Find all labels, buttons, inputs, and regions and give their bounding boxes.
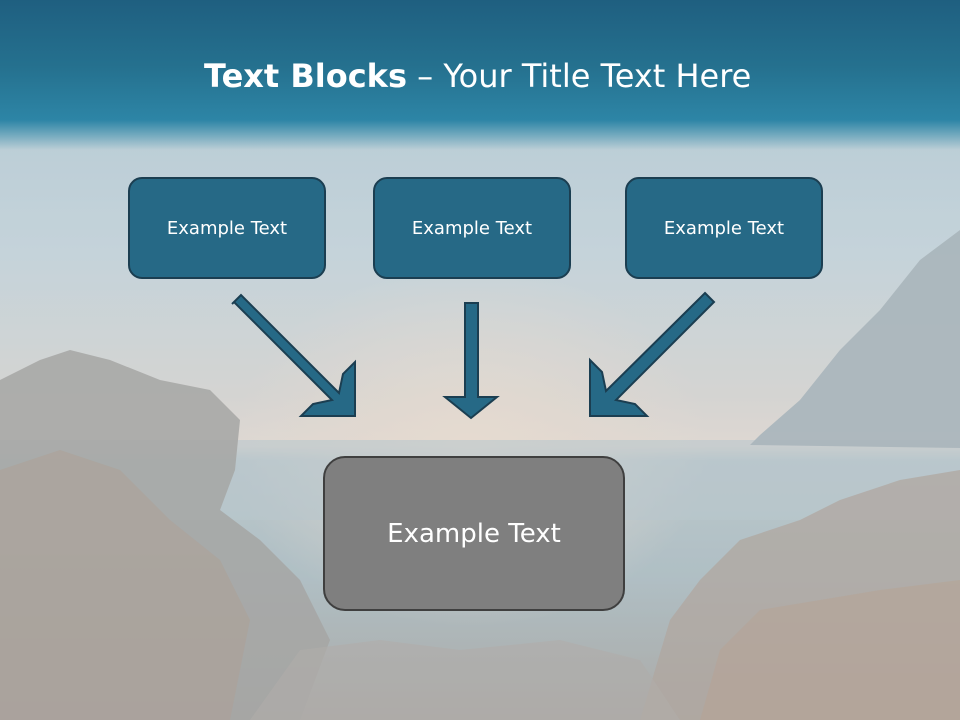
text-block-3: Example Text <box>625 177 823 279</box>
text-block-1-label: Example Text <box>166 217 288 239</box>
text-block-2: Example Text <box>373 177 571 279</box>
slide-title: Text Blocks – Your Title Text Here <box>204 54 904 98</box>
result-text-block-label: Example Text <box>387 518 561 549</box>
text-block-1: Example Text <box>128 177 326 279</box>
text-block-2-label: Example Text <box>411 217 533 239</box>
title-bold-part: Text Blocks <box>204 57 407 95</box>
text-block-3-label: Example Text <box>663 217 785 239</box>
title-band <box>0 0 960 150</box>
result-text-block: Example Text <box>323 456 625 611</box>
title-dash: – <box>407 57 444 95</box>
title-rest: Your Title Text Here <box>443 57 752 95</box>
